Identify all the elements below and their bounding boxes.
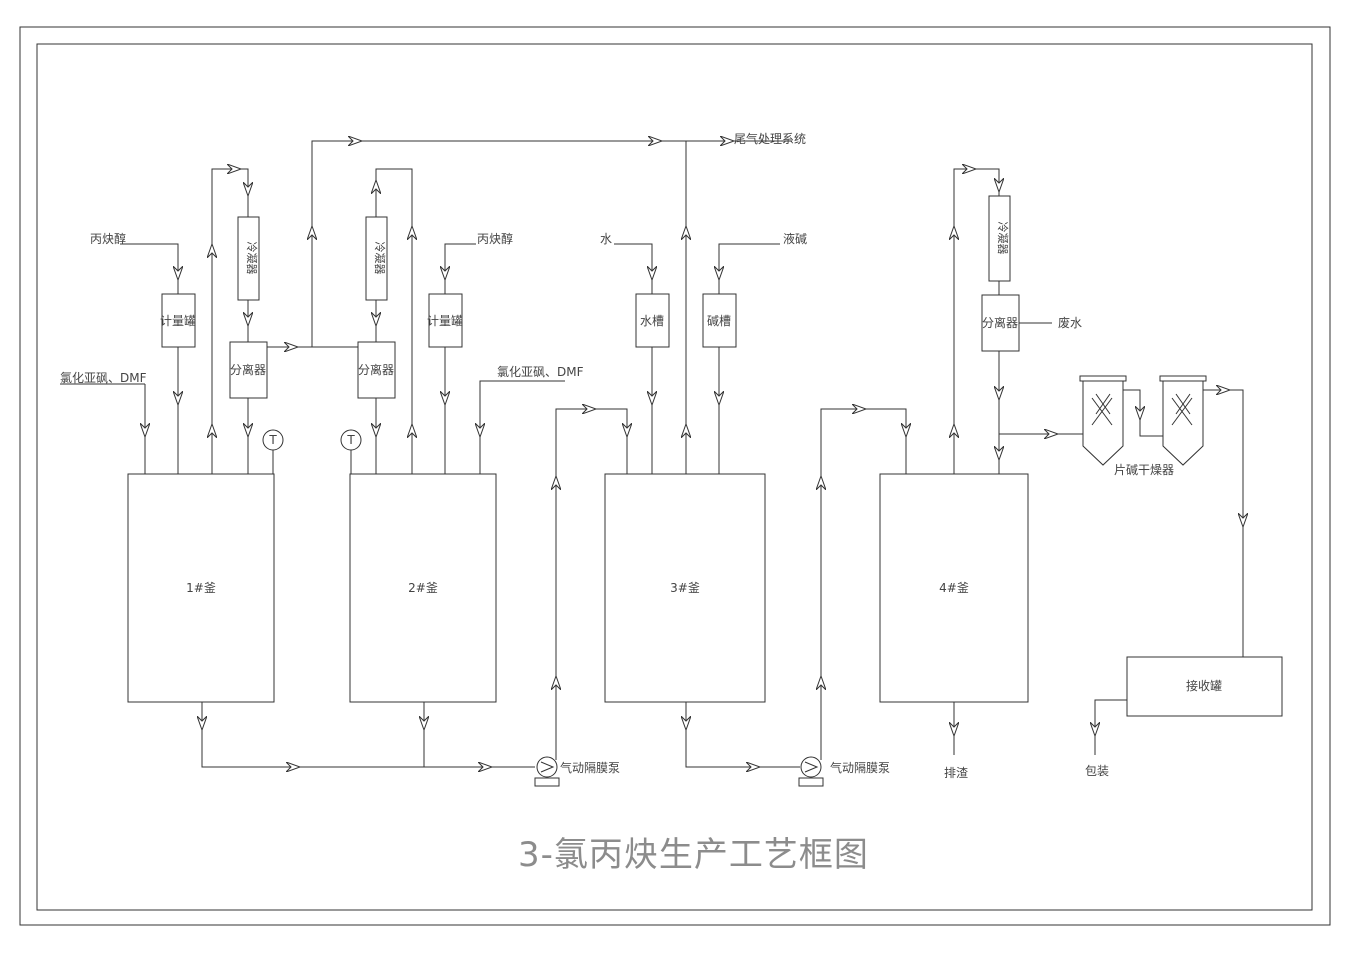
condenser-1: 冷凝器	[237, 216, 260, 301]
piping-transfer-1	[202, 409, 627, 767]
piping-dryer	[1095, 390, 1243, 755]
condenser-3-label: 冷凝器	[996, 222, 1010, 255]
label-pump-2: 气动隔膜泵	[830, 760, 890, 775]
thermometer-1: T	[262, 429, 284, 451]
receiver-tank: 接收罐	[1126, 656, 1283, 717]
meter-tank-2: 计量罐	[427, 293, 463, 348]
reactor-1-label: 1#釜	[186, 580, 216, 595]
water-tank-label: 水槽	[640, 314, 664, 328]
piping-reactor-4	[954, 169, 1087, 755]
piping-transfer-2	[821, 409, 906, 757]
dryer-1	[1079, 375, 1127, 466]
alkali-tank: 碱槽	[702, 293, 737, 348]
dryer-2	[1159, 375, 1207, 466]
diagram-title: 3-氯丙炔生产工艺框图	[518, 835, 869, 875]
label-pump-1: 气动隔膜泵	[560, 760, 620, 775]
alkali-tank-label: 碱槽	[707, 314, 731, 328]
reactor-3: 3#釜	[604, 473, 766, 703]
condenser-3: 冷凝器	[988, 195, 1011, 282]
label-thionyl-dmf-2: 氯化亚砜、DMF	[497, 365, 584, 379]
piping-reactor-3	[614, 141, 800, 767]
label-slag: 排渣	[944, 766, 968, 780]
water-tank: 水槽	[635, 293, 670, 348]
separator-1: 分离器	[229, 341, 268, 399]
receiver-tank-label: 接收罐	[1186, 678, 1222, 693]
separator-3: 分离器	[981, 294, 1020, 352]
meter-tank-2-label: 计量罐	[427, 314, 463, 328]
pump-1	[534, 756, 560, 787]
condenser-2: 冷凝器	[365, 216, 388, 301]
separator-3-label: 分离器	[982, 315, 1018, 330]
separator-2: 分离器	[357, 341, 396, 399]
label-water: 水	[600, 232, 612, 246]
label-thionyl-dmf-1: 氯化亚砜、DMF	[60, 371, 147, 385]
label-dryer: 片碱干燥器	[1114, 463, 1174, 477]
thermometer-1-label: T	[268, 433, 277, 447]
pump-2	[798, 756, 824, 787]
reactor-4-label: 4#釜	[939, 580, 969, 595]
condenser-2-label: 冷凝器	[373, 242, 387, 275]
thermometer-2-label: T	[346, 433, 355, 447]
meter-tank-1-label: 计量罐	[160, 314, 196, 328]
reactor-2: 2#釜	[349, 473, 497, 703]
piping-reactor-2	[312, 141, 792, 474]
label-propargyl-alcohol-1: 丙炔醇	[90, 231, 126, 246]
thermometer-2: T	[340, 429, 362, 451]
reactor-4: 4#釜	[879, 473, 1029, 703]
reactor-1: 1#釜	[127, 473, 275, 703]
meter-tank-1: 计量罐	[160, 293, 196, 348]
label-propargyl-alcohol-2: 丙炔醇	[477, 231, 513, 246]
inner-border	[36, 43, 1313, 911]
reactor-3-label: 3#釜	[670, 580, 700, 595]
label-tail-gas: 尾气处理系统	[734, 131, 806, 146]
label-waste-water: 废水	[1058, 315, 1082, 330]
separator-1-label: 分离器	[230, 362, 266, 377]
separator-2-label: 分离器	[358, 362, 394, 377]
reactor-2-label: 2#釜	[408, 580, 438, 595]
condenser-1-label: 冷凝器	[245, 242, 259, 275]
label-packaging: 包装	[1085, 764, 1109, 778]
outer-border	[19, 26, 1331, 926]
piping-reactor-1	[60, 169, 358, 474]
label-liquid-alkali: 液碱	[783, 231, 807, 246]
